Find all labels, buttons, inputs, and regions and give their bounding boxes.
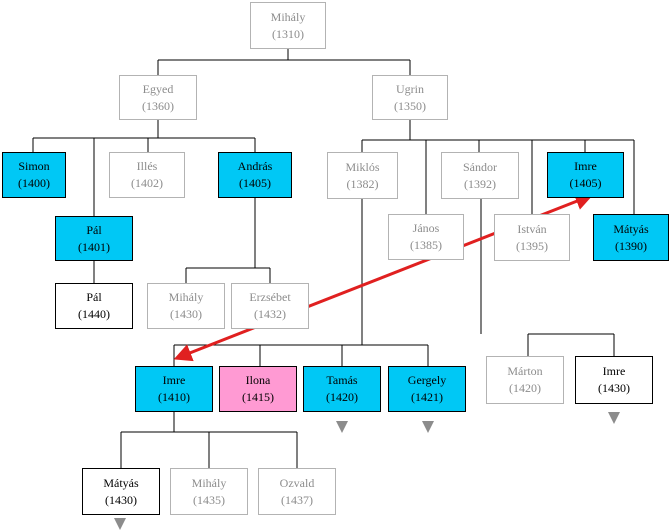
person-mihaly-1430: Mihály (1430) (147, 283, 225, 329)
person-year: (1420) (326, 390, 358, 404)
person-year: (1405) (239, 176, 271, 190)
person-name: Tamás (326, 373, 358, 387)
person-illes-1402: Illés (1402) (109, 152, 185, 198)
person-name: István (517, 221, 547, 236)
person-tamas-1420: Tamás (1420) (303, 366, 381, 412)
continuation-arrow-imre-1430 (608, 412, 620, 424)
continuation-arrow-matyas-1430 (114, 518, 126, 530)
person-year: (1435) (193, 492, 225, 507)
person-year: (1437) (281, 492, 313, 507)
person-miklos-1382: Miklós (1382) (327, 152, 398, 199)
person-year: (1390) (615, 238, 647, 253)
person-mihaly-1310: Mihály (1310) (250, 2, 326, 49)
person-imre-1410: Imre (1410) (135, 366, 213, 412)
person-name: Ozvald (279, 475, 315, 490)
person-year: (1430) (598, 381, 630, 395)
person-name: Egyed (142, 81, 174, 96)
person-year: (1360) (142, 98, 174, 113)
person-name: Illés (136, 159, 158, 173)
person-istvan-1395: István (1395) (494, 214, 570, 261)
person-name: Imre (574, 159, 597, 173)
person-name: Márton (507, 364, 543, 378)
person-name: Imre (162, 373, 186, 387)
person-imre-1430: Imre (1430) (575, 356, 653, 404)
continuation-arrow-tamas (336, 421, 348, 433)
person-janos-1385: János (1385) (388, 214, 464, 260)
person-name: Ugrin (396, 81, 424, 96)
person-year: (1432) (254, 307, 286, 321)
person-year: (1395) (516, 238, 548, 253)
person-name: András (237, 159, 273, 173)
person-year: (1402) (131, 176, 163, 190)
person-matyas-1430: Mátyás (1430) (82, 468, 160, 515)
person-year: (1385) (410, 238, 442, 252)
person-egyed-1360: Egyed (1360) (119, 75, 197, 120)
person-year: (1405) (569, 176, 602, 190)
person-year: (1421) (411, 390, 443, 404)
person-name: Miklós (345, 159, 380, 174)
person-gergely-1421: Gergely (1421) (388, 366, 466, 412)
person-name: Mihály (191, 475, 227, 490)
person-year: (1430) (170, 307, 202, 321)
person-name: Mátyás (613, 221, 649, 236)
person-pal-1440: Pál (1440) (55, 283, 133, 329)
person-name: Pál (86, 290, 102, 304)
person-year: (1401) (78, 239, 110, 254)
person-name: Ilona (245, 373, 271, 387)
person-name: Sándor (463, 159, 497, 174)
person-pal-1401: Pál (1401) (55, 216, 133, 261)
person-name: Simon (18, 159, 50, 173)
person-name: Mihály (270, 9, 306, 24)
person-year: (1392) (464, 176, 496, 191)
person-ozvald-1437: Ozvald (1437) (258, 468, 336, 515)
person-erzsebet-1432: Erzsébet (1432) (231, 283, 309, 329)
person-ilona-1415: Ilona (1415) (219, 366, 297, 412)
person-name: Pál (86, 222, 102, 237)
person-sandor-1392: Sándor (1392) (441, 152, 519, 199)
person-name: Imre (602, 364, 626, 378)
person-year: (1310) (272, 26, 304, 41)
person-year: (1415) (242, 390, 274, 404)
person-name: Gergely (407, 373, 447, 387)
person-name: Erzsébet (249, 290, 291, 304)
person-name: János (412, 221, 440, 235)
person-year: (1350) (394, 98, 426, 113)
person-year: (1440) (78, 307, 110, 321)
person-simon-1400: Simon (1400) (2, 152, 66, 198)
person-andras-1405: András (1405) (218, 152, 292, 198)
person-year: (1400) (18, 176, 50, 190)
continuation-arrow-gergely (422, 421, 434, 433)
person-marton-1420: Márton (1420) (486, 356, 564, 404)
person-imre-1405: Imre (1405) (547, 152, 624, 198)
person-matyas-1390: Mátyás (1390) (593, 214, 669, 261)
person-mihaly-1435: Mihály (1435) (170, 468, 248, 515)
person-year: (1420) (509, 381, 541, 395)
continuation-arrows (114, 412, 620, 530)
person-name: Mihály (168, 290, 204, 304)
person-year: (1410) (158, 390, 190, 404)
person-name: Mátyás (103, 475, 139, 490)
person-year: (1382) (346, 176, 379, 191)
person-year: (1430) (105, 492, 137, 507)
person-ugrin-1350: Ugrin (1350) (372, 75, 448, 120)
